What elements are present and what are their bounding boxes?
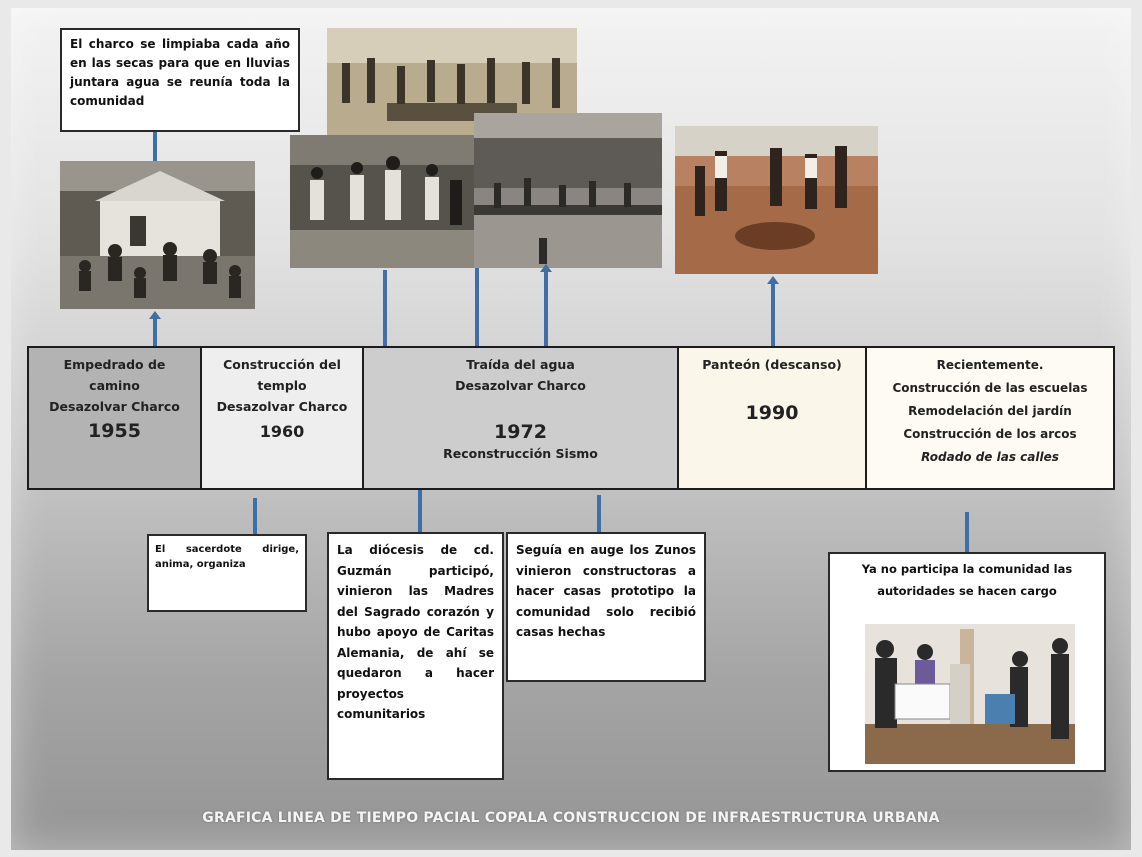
connector-zunos (597, 495, 601, 532)
period-1955-year: 1955 (88, 420, 141, 442)
period-1955: Empedrado de camino Desazolvar Charco 19… (29, 348, 202, 488)
arrow-1972 (540, 264, 552, 272)
photo-1960-a (327, 28, 577, 138)
connector-note-to-1955-photo (153, 132, 157, 161)
period-1972-year: 1972 (494, 421, 547, 443)
connector-diocesis (418, 490, 422, 532)
photo-1960-b (290, 135, 475, 268)
period-recent-line-1: Recientemente. (936, 358, 1044, 372)
period-1955-line-3: Desazolvar Charco (49, 399, 180, 414)
period-1972-line-2: Desazolvar Charco (455, 378, 586, 393)
note-diocesis: La diócesis de cd. Guzmán participó, vin… (327, 532, 504, 780)
period-1990-year: 1990 (745, 402, 799, 424)
period-1960: Construcción del templo Desazolvar Charc… (202, 348, 364, 488)
note-diocesis-text: La diócesis de cd. Guzmán participó, vin… (337, 543, 494, 721)
period-1990: Panteón (descanso) 1990 (679, 348, 867, 488)
note-recientes-text: Ya no participa la comunidad las autorid… (861, 562, 1073, 598)
photo-1990 (675, 126, 878, 274)
timeline-bar: Empedrado de camino Desazolvar Charco 19… (27, 346, 1115, 490)
connector-sacerdote (253, 498, 257, 534)
arrow-1955 (149, 311, 161, 319)
connector-recientes (965, 512, 969, 552)
note-recientes: Ya no participa la comunidad las autorid… (828, 552, 1106, 772)
period-recent: Recientemente. Construcción de las escue… (867, 348, 1113, 488)
photo-1955 (60, 161, 255, 309)
connector-1972-b (544, 270, 548, 346)
note-zunos: Seguía en auge los Zunos vinieron constr… (506, 532, 706, 682)
period-1972-line-1: Traída del agua (466, 357, 575, 372)
period-1955-line-1: Empedrado de (63, 357, 166, 372)
connector-1972-a (475, 268, 479, 346)
period-recent-line-5: Rodado de las calles (921, 450, 1059, 464)
period-recent-line-4: Construcción de los arcos (903, 427, 1077, 441)
connector-1960 (383, 270, 387, 346)
period-1960-line-2: templo (257, 378, 307, 393)
period-recent-line-2: Construcción de las escuelas (892, 381, 1088, 395)
note-zunos-text: Seguía en auge los Zunos vinieron constr… (516, 543, 696, 639)
note-charco-text: El charco se limpiaba cada año en las se… (70, 37, 290, 108)
note-sacerdote: El sacerdote dirige, anima, organiza (147, 534, 307, 612)
photo-1972 (474, 113, 662, 268)
note-sacerdote-text: El sacerdote dirige, anima, organiza (155, 544, 299, 570)
connector-1990 (771, 283, 775, 346)
period-1960-line-1: Construcción del (223, 357, 341, 372)
period-recent-line-3: Remodelación del jardín (908, 404, 1072, 418)
period-1972-extra: Reconstrucción Sismo (443, 446, 598, 461)
arrow-1990 (767, 276, 779, 284)
note-charco: El charco se limpiaba cada año en las se… (60, 28, 300, 132)
period-1960-year: 1960 (259, 422, 305, 441)
diagram-caption: GRAFICA LINEA DE TIEMPO PACIAL COPALA CO… (202, 810, 940, 826)
connector-1955 (153, 318, 157, 346)
period-1960-line-3: Desazolvar Charco (216, 399, 348, 414)
period-1990-line-1: Panteón (descanso) (702, 357, 842, 372)
period-1972: Traída del agua Desazolvar Charco 1972 R… (364, 348, 679, 488)
photo-recientes (865, 624, 1075, 764)
period-1955-line-2: camino (89, 378, 140, 393)
